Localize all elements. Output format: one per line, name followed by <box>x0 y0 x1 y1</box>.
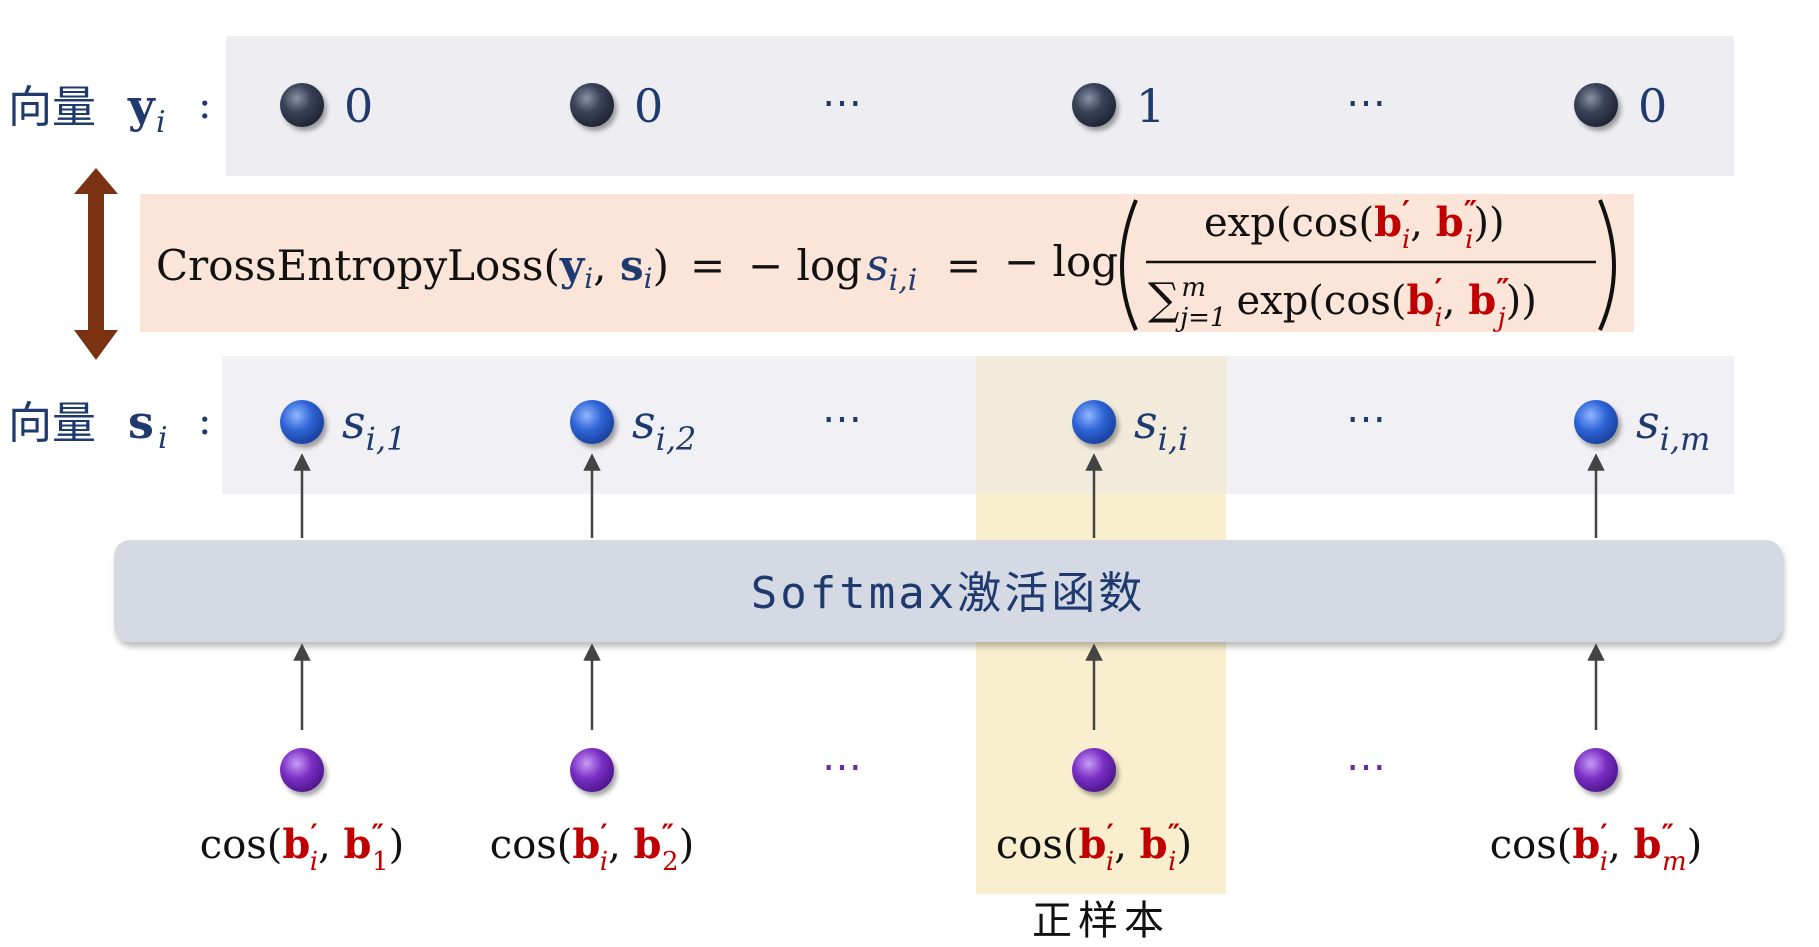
softmax-label: Softmax激活函数 <box>751 568 1145 619</box>
cos-ball <box>280 748 324 792</box>
y-ellipsis: ⋯ <box>1346 80 1386 126</box>
cos-ellipsis: ⋯ <box>822 744 862 790</box>
y-value: 0 <box>634 79 663 133</box>
vector-y-symbol: y <box>127 79 156 133</box>
vector-s-symbol: s <box>128 395 154 449</box>
cos-ball <box>570 748 614 792</box>
cos-label: cos(b′i, b″i) <box>996 818 1192 877</box>
y-ball <box>570 83 614 127</box>
y-ball <box>1574 83 1618 127</box>
double-arrow-icon <box>74 168 118 360</box>
vector-y-prefix: 向量 <box>8 82 96 133</box>
softmax-box <box>114 540 1782 642</box>
vector-s-colon: : <box>198 398 211 444</box>
s-value: si,2 <box>632 395 696 458</box>
formula-minus-log-1: − log <box>748 241 862 290</box>
formula-lhs-s-sub: i <box>644 262 653 295</box>
s-ellipsis: ⋯ <box>1346 396 1386 442</box>
cos-label: cos(b′i, b″1) <box>200 818 404 877</box>
vector-s-prefix: 向量 <box>8 398 96 449</box>
cos-ball <box>1574 748 1618 792</box>
formula-s-var: si,i <box>866 240 917 298</box>
vector-y-sub: i <box>156 105 166 140</box>
formula-numerator: exp(cos(b′i, b″i)) <box>1204 195 1505 255</box>
positive-sample-label: 正样本 <box>1032 898 1170 944</box>
cos-label: cos(b′i, b″m) <box>1490 818 1703 877</box>
formula-minus-log-2: − log <box>1004 237 1118 286</box>
s-ball <box>1574 400 1618 444</box>
formula-big-right-paren <box>1598 199 1616 331</box>
y-value: 0 <box>344 79 373 133</box>
s-value: si,i <box>1134 395 1188 458</box>
y-ball <box>1072 83 1116 127</box>
cos-label: cos(b′i, b″2) <box>490 818 694 877</box>
vector-s-label: 向量 s i : <box>8 395 211 456</box>
y-ellipsis: ⋯ <box>822 80 862 126</box>
formula-lhs-name: CrossEntropyLoss <box>156 241 543 290</box>
vector-y-band <box>226 36 1734 176</box>
s-ellipsis: ⋯ <box>822 396 862 442</box>
cos-ellipsis: ⋯ <box>1346 744 1386 790</box>
s-value: si,m <box>1636 395 1710 458</box>
formula-eq-1: = <box>690 241 725 290</box>
cos-ball <box>1072 748 1116 792</box>
s-value: si,1 <box>342 395 406 458</box>
s-ball <box>1072 400 1116 444</box>
y-value: 0 <box>1638 79 1667 133</box>
formula-lhs-y: y <box>559 241 586 290</box>
y-ball <box>280 83 324 127</box>
formula-lhs-s: s <box>620 241 644 290</box>
y-value: 1 <box>1136 79 1165 133</box>
cross-entropy-formula: CrossEntropyLoss(yi, si) = − log si,i = … <box>156 195 1616 333</box>
columns: 0 si,1 cos(b′i, b″1) 0 si,2 cos(b′i, b″2) ⋯ ⋯ ⋯ 1… <box>200 79 1711 877</box>
vector-y-colon: : <box>198 82 211 128</box>
vector-s-sub: i <box>158 421 168 456</box>
s-ball <box>570 400 614 444</box>
formula-eq-2: = <box>946 241 981 290</box>
formula-big-left-paren <box>1120 199 1138 331</box>
s-ball <box>280 400 324 444</box>
formula-lhs-y-sub: i <box>584 262 593 295</box>
vector-y-label: 向量 y i : <box>8 79 211 140</box>
svg-text:CrossEntropyLoss(yi, si): CrossEntropyLoss(yi, si) <box>156 241 669 295</box>
